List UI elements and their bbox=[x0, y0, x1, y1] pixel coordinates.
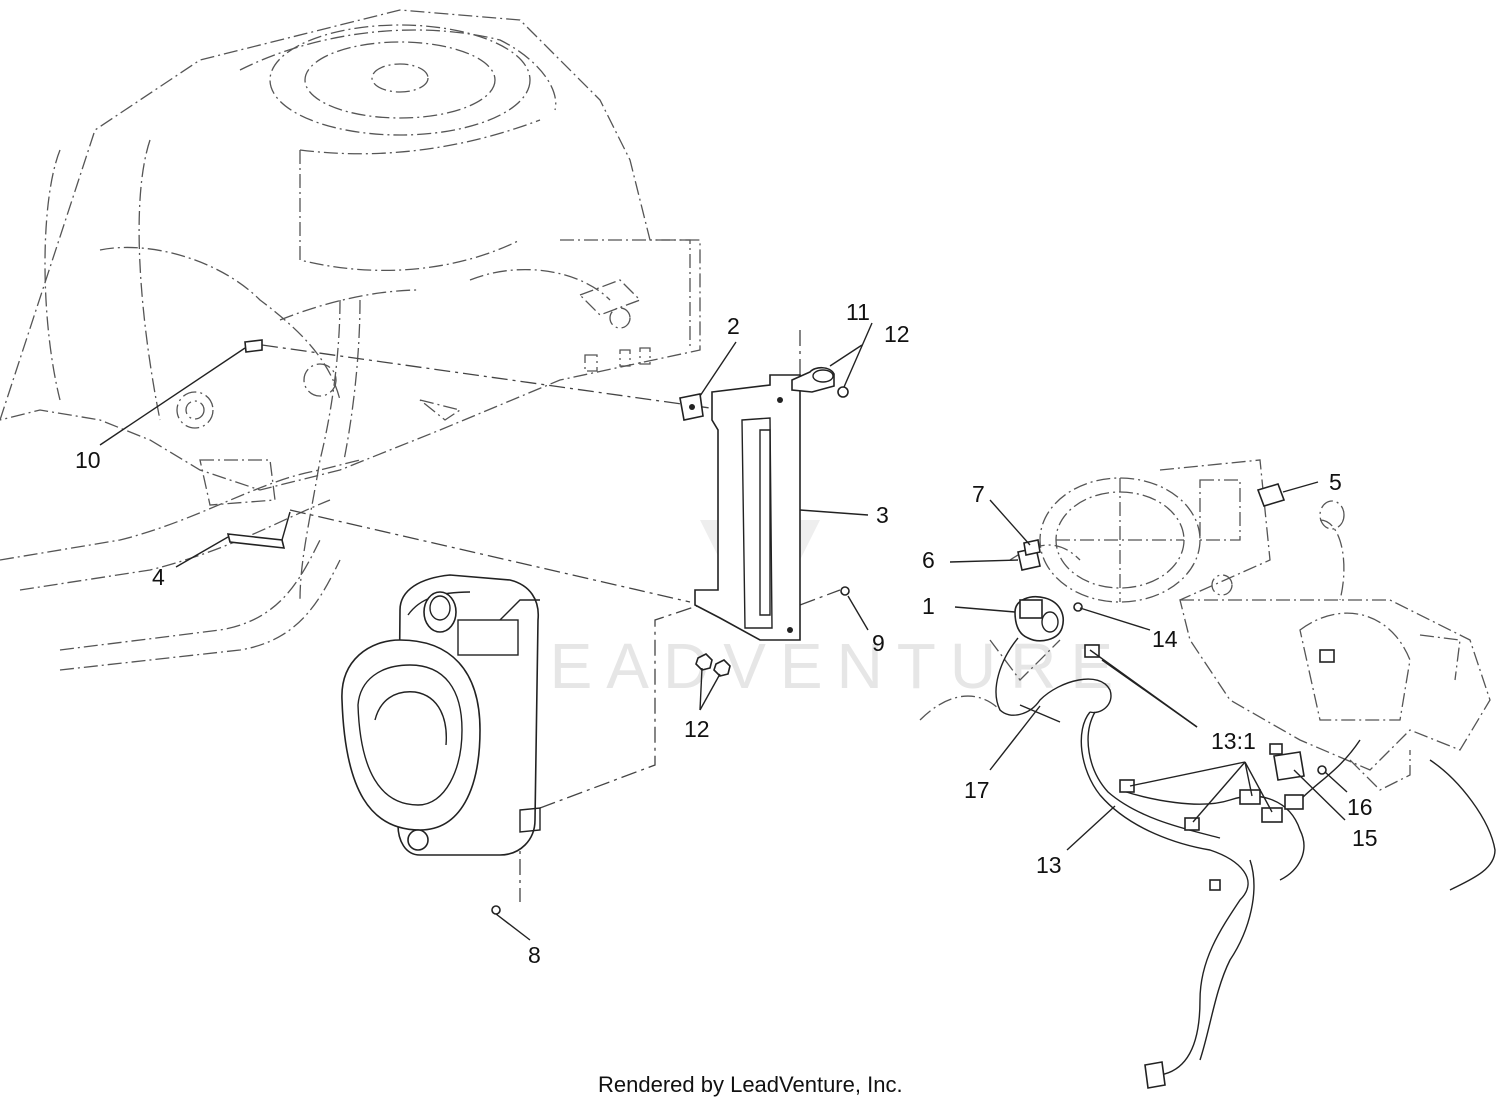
leader-lines bbox=[99, 322, 1348, 941]
callout-15: 15 bbox=[1352, 825, 1378, 851]
assembly-lines bbox=[261, 330, 841, 902]
callout-13-1: 13:1 bbox=[1211, 728, 1256, 754]
callout-4: 4 bbox=[152, 564, 165, 590]
callout-12-bottom: 12 bbox=[684, 716, 710, 742]
bracket-part-3 bbox=[694, 374, 801, 641]
washer-part-9 bbox=[840, 586, 850, 596]
pad-part-2 bbox=[679, 393, 704, 421]
callout-14: 14 bbox=[1152, 626, 1178, 652]
callout-3: 3 bbox=[876, 502, 889, 528]
wiring-harness bbox=[995, 483, 1496, 1089]
callout-16: 16 bbox=[1347, 794, 1373, 820]
callout-12-top: 12 bbox=[884, 321, 910, 347]
screw-part-8 bbox=[491, 905, 501, 915]
callout-9: 9 bbox=[872, 630, 885, 656]
watermark-text: LEADVENTURE bbox=[500, 630, 1127, 702]
callout-2: 2 bbox=[727, 313, 740, 339]
callout-1: 1 bbox=[922, 593, 935, 619]
watermark: LEADVENTURE bbox=[500, 440, 1127, 702]
callout-8: 8 bbox=[528, 942, 541, 968]
console-phantom bbox=[919, 459, 1491, 791]
callout-labels: 10 4 2 11 12 3 9 12 8 7 6 1 5 14 13:1 17… bbox=[75, 299, 1378, 968]
battery-unit bbox=[341, 574, 541, 856]
callout-7: 7 bbox=[972, 481, 985, 507]
callout-5: 5 bbox=[1329, 469, 1342, 495]
clip-part-4 bbox=[226, 511, 291, 549]
footer-credit: Rendered by LeadVenture, Inc. bbox=[598, 1072, 903, 1097]
callout-6: 6 bbox=[922, 547, 935, 573]
nut-part-12-top bbox=[837, 386, 849, 398]
nuts-part-12-lower bbox=[695, 653, 731, 677]
engine-phantom bbox=[0, 9, 701, 671]
callout-17: 17 bbox=[964, 777, 990, 803]
callout-10: 10 bbox=[75, 447, 101, 473]
callout-13: 13 bbox=[1036, 852, 1062, 878]
clamp-part-11 bbox=[791, 366, 835, 393]
callout-11: 11 bbox=[846, 299, 870, 325]
pin-part-10 bbox=[244, 339, 263, 353]
